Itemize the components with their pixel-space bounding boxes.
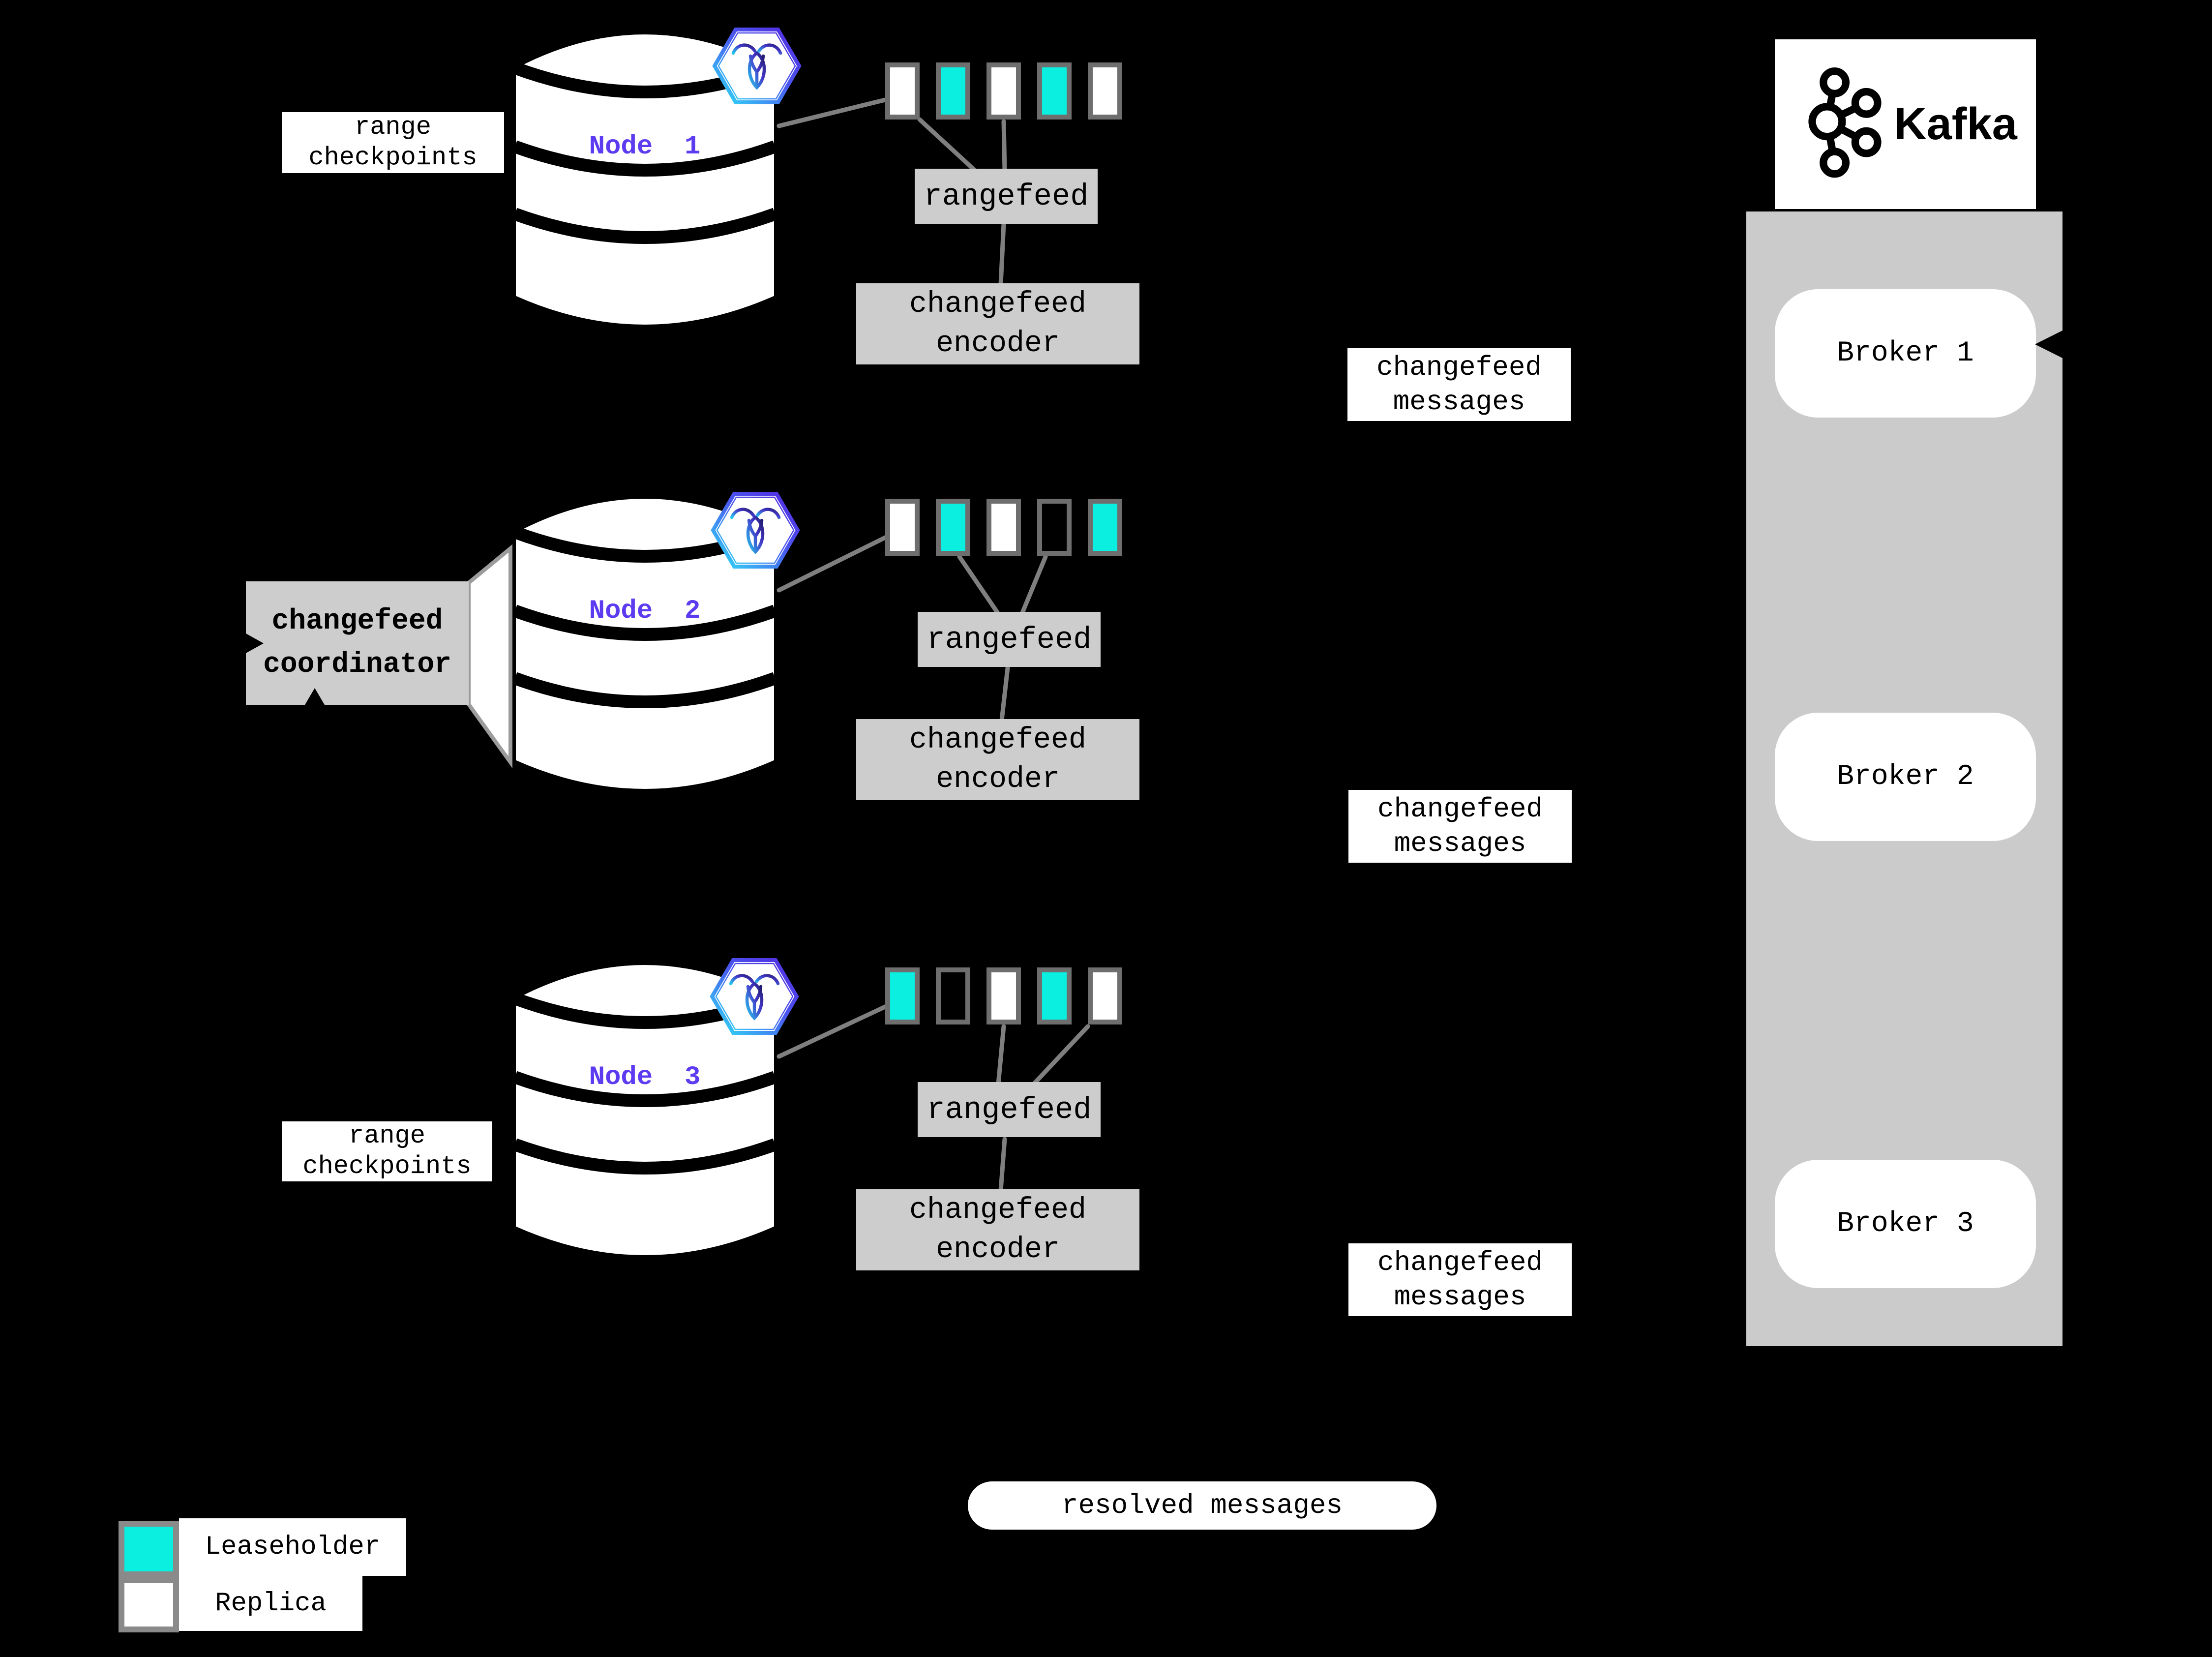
range-checkpoints-label-bottom: range checkpoints: [282, 1121, 492, 1181]
range-cell-leaseholder: [936, 62, 970, 120]
node2-label: Node 2: [589, 596, 701, 626]
encoder-line: encoder: [935, 762, 1060, 796]
legend-leaseholder-label: Leaseholder: [179, 1518, 406, 1576]
broker-3: Broker 3: [1775, 1160, 2036, 1288]
range-cell-replica: [1088, 967, 1122, 1024]
kafka-title: Kafka: [1894, 99, 2017, 149]
changefeed-encoder-box-node3: changefeed encoder: [856, 1189, 1139, 1270]
resolved-messages-pill: resolved messages: [968, 1481, 1436, 1530]
cockroachdb-icon: [712, 960, 797, 1033]
connector-lines: [777, 97, 1090, 1193]
label-line: checkpoints: [308, 143, 478, 172]
range-checkpoints-label-top: range checkpoints: [282, 112, 504, 173]
node1-ranges-row: [885, 62, 1122, 120]
changefeed-encoder-box-node2: changefeed encoder: [856, 719, 1139, 800]
range-cell-replica: [986, 967, 1021, 1024]
encoder-line: changefeed: [909, 723, 1087, 757]
label-line: range: [348, 1121, 426, 1150]
messages-line: changefeed: [1376, 352, 1542, 383]
changefeed-messages-label-3: changefeed messages: [1348, 1243, 1572, 1316]
legend-replica-swatch: [119, 1577, 179, 1632]
range-cell-leaseholder: [1088, 499, 1122, 556]
rangefeed-box-node2: rangefeed: [918, 612, 1101, 667]
legend-leaseholder-swatch: [119, 1521, 179, 1577]
arrowhead-into-kafka-panel: [2035, 331, 2063, 358]
messages-line: messages: [1393, 386, 1525, 418]
rangefeed-box-node1: rangefeed: [915, 169, 1098, 224]
range-cell-leaseholder: [1037, 967, 1072, 1024]
kafka-icon: [1808, 67, 1882, 178]
kafka-logo-box: Kafka: [1775, 39, 2036, 209]
range-cell-replica: [986, 62, 1021, 120]
legend-replica-label: Replica: [179, 1576, 362, 1631]
coordinator-line: coordinator: [263, 648, 451, 681]
range-cell-replica: [885, 62, 920, 120]
range-cell-leaseholder: [1037, 62, 1072, 120]
label-line: range: [354, 113, 432, 142]
messages-line: messages: [1394, 828, 1526, 859]
changefeed-coordinator-box: changefeed coordinator: [246, 581, 469, 705]
range-cell-leaseholder: [936, 499, 970, 556]
rangefeed-box-node3: rangefeed: [918, 1082, 1101, 1137]
coordinator-line: changefeed: [271, 605, 443, 637]
label-line: checkpoints: [302, 1152, 472, 1181]
messages-line: messages: [1394, 1281, 1526, 1313]
arrowhead-into-coordinator-bottom: [305, 688, 325, 705]
encoder-line: changefeed: [909, 287, 1087, 321]
range-cell-empty: [1037, 499, 1072, 556]
encoder-line: encoder: [935, 327, 1060, 361]
changefeed-messages-label-1: changefeed messages: [1347, 348, 1571, 421]
range-cell-empty: [936, 967, 970, 1024]
changefeed-encoder-box-node1: changefeed encoder: [856, 283, 1139, 364]
encoder-line: encoder: [935, 1233, 1060, 1266]
range-cell-replica: [885, 499, 920, 556]
range-cell-replica: [986, 499, 1021, 556]
coordinator-ribbon: [467, 544, 512, 769]
encoder-line: changefeed: [909, 1193, 1087, 1227]
messages-line: changefeed: [1377, 1247, 1543, 1278]
node2-ranges-row: [885, 499, 1122, 556]
node1-label: Node 1: [589, 131, 701, 162]
arrowhead-into-coordinator-left: [246, 633, 264, 653]
changefeed-messages-label-2: changefeed messages: [1348, 790, 1572, 863]
broker-1: Broker 1: [1775, 289, 2036, 418]
node3-label: Node 3: [589, 1062, 701, 1092]
node3-ranges-row: [885, 967, 1122, 1024]
range-cell-replica: [1088, 62, 1122, 120]
cockroachdb-icon: [715, 30, 799, 102]
range-cell-leaseholder: [885, 967, 920, 1024]
messages-line: changefeed: [1377, 793, 1543, 825]
broker-2: Broker 2: [1775, 713, 2036, 841]
cockroachdb-icon: [713, 494, 798, 567]
